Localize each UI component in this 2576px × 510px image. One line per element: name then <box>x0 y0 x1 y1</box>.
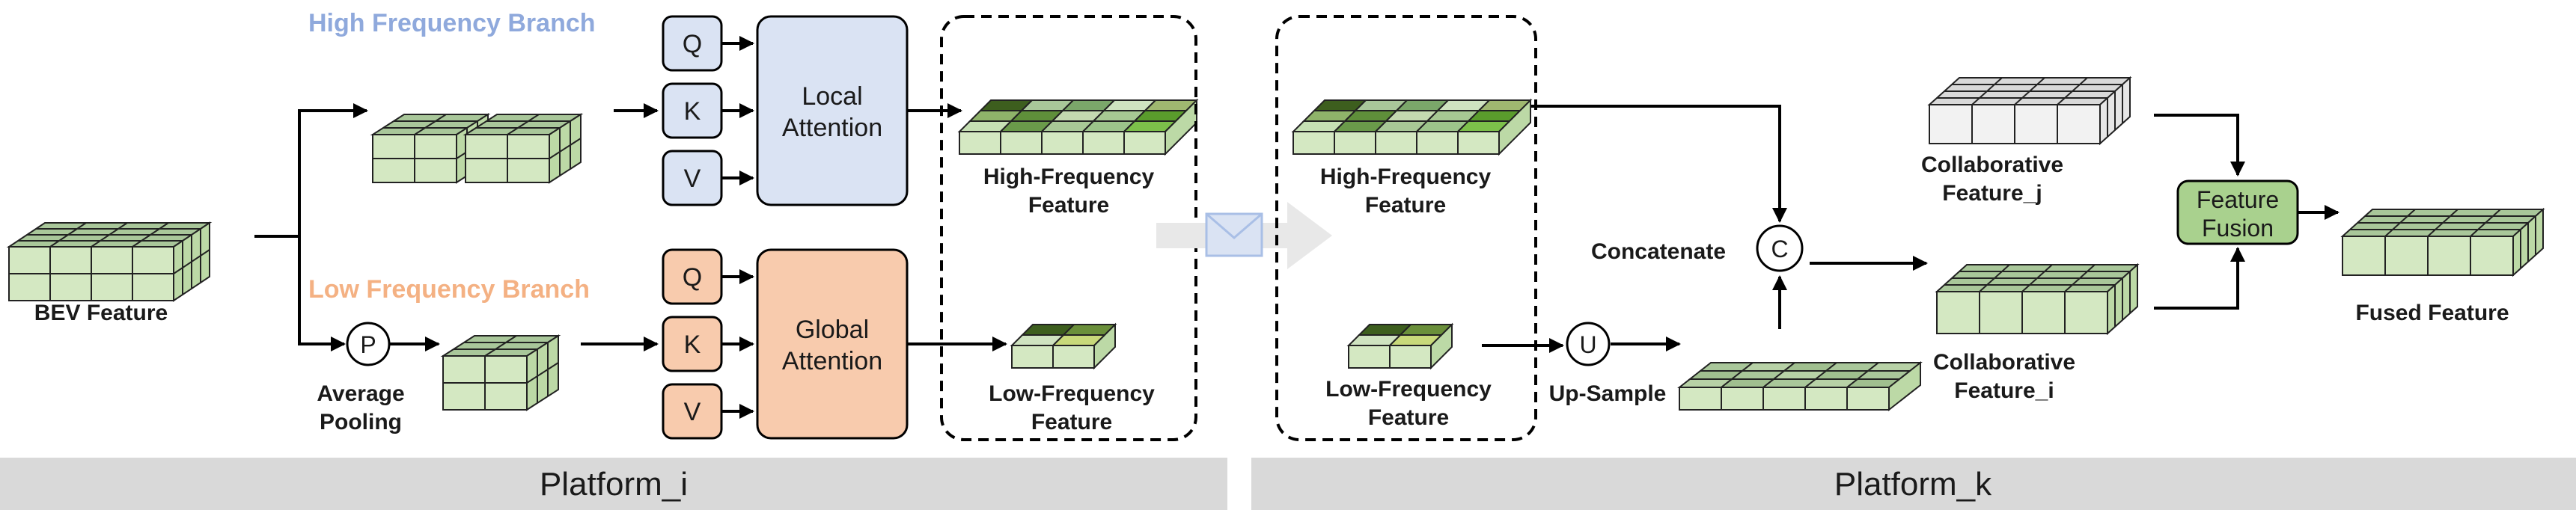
low-frequency-feature-label-i-2: Feature <box>1031 410 1112 434</box>
fused-feature-label: Fused Feature <box>2355 301 2509 325</box>
local-attention-label-2: Attention <box>782 114 882 142</box>
low-frequency-feature-grid-i <box>1010 322 1117 370</box>
transmit-features-box-k <box>1275 15 1537 441</box>
pooled-feature-cube <box>440 334 561 411</box>
high-frequency-feature-label-i-2: Feature <box>1028 193 1109 218</box>
collaborative-feature-i-label-1: Collaborative <box>1933 350 2075 375</box>
grid-slab-front <box>959 131 1166 155</box>
average-pooling-label-1: Average <box>317 381 404 406</box>
cube-line <box>484 335 517 357</box>
global-attention-label-1: Global <box>796 316 869 344</box>
cube-line <box>549 138 582 159</box>
grid-slab-front <box>1292 131 1500 155</box>
low-frequency-branch-title: Low Frequency Branch <box>308 275 590 304</box>
bev-feature-label: BEV Feature <box>34 301 168 325</box>
grid-slab-side <box>1888 360 1921 412</box>
collaborative-feature-i-cube <box>1935 262 2140 336</box>
collaborative-feature-j-cube <box>1927 76 2132 146</box>
concat-symbol-label: C <box>1771 236 1788 262</box>
q-high-label: Q <box>683 30 702 58</box>
transmission-arrow <box>1156 202 1332 269</box>
concat-symbol <box>1756 224 1804 272</box>
grid-slab-side <box>1498 98 1531 156</box>
upsample-symbol-label: U <box>1579 331 1596 358</box>
grid-slab-side <box>1430 322 1453 370</box>
fused-feature-cube <box>2340 207 2545 277</box>
grid-slab-side <box>1093 322 1116 370</box>
low-frequency-feature-grid-k <box>1346 322 1454 370</box>
high-frequency-feature-grid-i <box>957 98 1199 156</box>
low-frequency-feature-label-i-1: Low-Frequency <box>989 381 1155 406</box>
bev-feature-cube <box>6 221 213 302</box>
qkv-low-arrows <box>721 269 754 419</box>
qkv-low: Q K V <box>662 248 723 440</box>
high-frequency-feature-grid-k <box>1291 98 1533 156</box>
local-attention-box <box>756 15 909 206</box>
high-frequency-feature-label-k-2: Feature <box>1365 193 1446 218</box>
platform-k-label: Platform_k <box>1834 466 1992 503</box>
feature-fusion-label-1: Feature <box>2197 186 2279 213</box>
q-low-label: Q <box>683 263 702 292</box>
upsample-label: Up-Sample <box>1549 381 1667 406</box>
platform-i-bar <box>0 458 1227 510</box>
qkv-high: Q K V <box>662 15 723 206</box>
cube-line <box>507 114 540 135</box>
high-frequency-branch-title: High Frequency Branch <box>308 9 596 37</box>
upsampled-feature-grid <box>1677 360 1923 412</box>
local-attention-label-1: Local <box>802 82 862 111</box>
low-frequency-feature-label-k-1: Low-Frequency <box>1325 377 1492 402</box>
global-attention-box <box>756 248 909 440</box>
grid-slab-front <box>1679 387 1890 411</box>
qkv-high-arrows <box>721 36 754 185</box>
v-low-label: V <box>684 398 701 426</box>
collaborative-feature-j-label-1: Collaborative <box>1921 153 2063 177</box>
cube-line <box>173 249 210 274</box>
high-frequency-feature-label-i-1: High-Frequency <box>983 165 1155 189</box>
split-connectors <box>254 103 368 351</box>
collaborative-feature-j-label-2: Feature_j <box>1942 181 2042 206</box>
high-frequency-feature-label-k-1: High-Frequency <box>1320 165 1492 189</box>
cube-line <box>526 362 559 384</box>
upsample-symbol <box>1566 322 1611 366</box>
pooling-symbol-label: P <box>360 331 376 358</box>
feature-fusion-label-2: Fusion <box>2202 215 2274 242</box>
global-attention-label-2: Attention <box>782 347 882 375</box>
collaborative-feature-i-label-2: Feature_i <box>1954 378 2054 403</box>
hf-to-concat-arrow <box>1531 105 1787 223</box>
collab-i-to-fusion-arrow <box>2154 247 2245 310</box>
high-branch-cubes <box>370 113 584 184</box>
cube-line <box>414 114 447 135</box>
v-high-label: V <box>684 165 701 193</box>
concatenate-label: Concatenate <box>1591 239 1726 264</box>
low-frequency-feature-label-k-2: Feature <box>1368 405 1449 430</box>
average-pooling-label-2: Pooling <box>320 410 402 434</box>
k-high-label: K <box>684 97 701 126</box>
collab-j-to-fusion-arrow <box>2154 114 2245 176</box>
platform-i-label: Platform_i <box>540 466 688 503</box>
k-low-label: K <box>684 331 701 359</box>
platform-k-bar <box>1251 458 2576 510</box>
